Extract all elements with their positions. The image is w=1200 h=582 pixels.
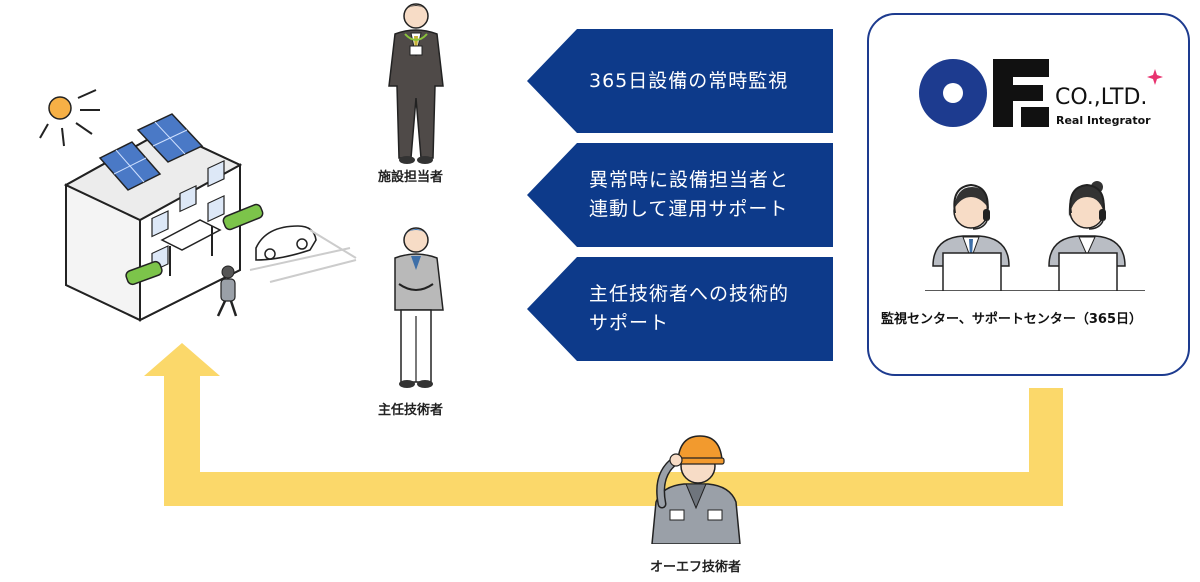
loop-arrow-shape xyxy=(144,343,1063,506)
chief-engineer-figure xyxy=(394,227,444,388)
facility-building-illustration xyxy=(39,89,357,322)
company-tagline: Real Integrator xyxy=(1056,114,1151,127)
banner-arrow-shape xyxy=(527,29,833,133)
of-engineer-label: オーエフ技術者 xyxy=(650,560,742,575)
of-engineer-figure xyxy=(651,435,741,544)
service-text-line: 連動して運用サポート xyxy=(589,198,789,220)
support-operators-illustration xyxy=(925,181,1145,291)
company-center-box: CO.,LTD. Real Integrator xyxy=(867,13,1190,376)
banner-arrow-shape xyxy=(527,143,833,247)
facility-manager-label: 施設担当者 xyxy=(378,170,444,185)
sparkle-icon xyxy=(1147,69,1163,85)
support-center-label: 監視センター、サポートセンター（365日） xyxy=(881,312,1143,327)
service-text-line: 異常時に設備担当者と xyxy=(589,169,790,191)
service-banner-monitoring: 365日設備の常時監視 xyxy=(527,29,833,133)
sun-icon xyxy=(39,89,100,147)
company-logo-mark xyxy=(919,59,1049,127)
service-banner-technical-support: 主任技術者への技術的 サポート xyxy=(527,257,833,361)
service-text-line: 主任技術者への技術的 xyxy=(589,283,790,305)
service-text-line: サポート xyxy=(589,312,670,334)
chief-engineer-label: 主任技術者 xyxy=(378,403,444,418)
company-name: CO.,LTD. xyxy=(1055,85,1148,110)
banner-arrow-shape xyxy=(527,257,833,361)
facility-manager-figure xyxy=(388,3,444,164)
service-text-line: 365日設備の常時監視 xyxy=(589,69,789,92)
service-banner-operation-support: 異常時に設備担当者と 連動して運用サポート xyxy=(527,143,833,247)
